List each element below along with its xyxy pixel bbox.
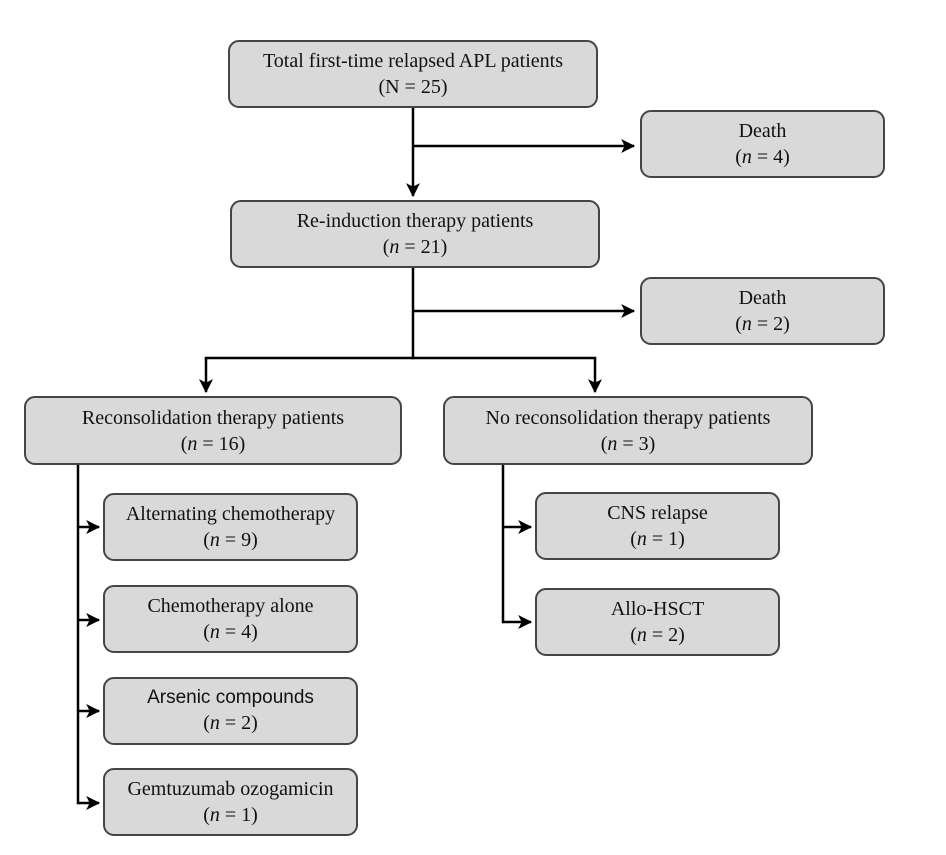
count-value: = 2) xyxy=(646,624,685,646)
node-count: (n = 3) xyxy=(601,431,656,457)
count-open: ( xyxy=(630,528,637,550)
count-value: = 21) xyxy=(399,236,448,258)
count-value: = 2) xyxy=(751,313,790,335)
count-variable: n xyxy=(741,146,752,168)
node-count: (n = 2) xyxy=(735,311,790,337)
node-count: (n = 4) xyxy=(735,144,790,170)
node-label: CNS relapse xyxy=(607,502,708,524)
count-open: ( xyxy=(203,621,210,643)
node-count: (n = 16) xyxy=(181,431,246,457)
count-variable: n xyxy=(187,432,198,455)
count-value: = 1) xyxy=(646,528,685,550)
node-label: Chemotherapy alone xyxy=(147,595,314,617)
node-arsenic-compounds: Arsenic compounds (n = 2) xyxy=(103,677,358,745)
node-label: Alternating chemotherapy xyxy=(125,503,336,525)
count-value: = 3) xyxy=(617,432,656,455)
node-gemtuzumab-ozogamicin: Gemtuzumab ozogamicin (n = 1) xyxy=(103,768,358,836)
count-open: ( xyxy=(203,712,210,735)
node-label: Re-induction therapy patients xyxy=(296,210,534,232)
node-no-reconsolidation-therapy: No reconsolidation therapy patients (n =… xyxy=(443,396,813,465)
node-count: (n = 2) xyxy=(630,622,685,648)
count-open: ( xyxy=(735,313,742,335)
count-variable: n xyxy=(209,621,220,643)
count-value: = 4) xyxy=(751,146,790,168)
node-alternating-chemotherapy: Alternating chemotherapy (n = 9) xyxy=(103,493,358,561)
count-variable: n xyxy=(209,804,220,826)
count-value: = 25) xyxy=(399,76,448,98)
count-value: = 2) xyxy=(219,712,258,735)
node-count: (N = 25) xyxy=(378,74,447,100)
node-chemotherapy-alone: Chemotherapy alone (n = 4) xyxy=(103,585,358,653)
node-count: (n = 9) xyxy=(203,527,258,553)
node-label: Gemtuzumab ozogamicin xyxy=(127,778,334,800)
count-variable: n xyxy=(636,624,647,646)
count-variable: n xyxy=(389,236,400,258)
node-count: (n = 1) xyxy=(203,802,258,828)
node-reconsolidation-therapy: Reconsolidation therapy patients (n = 16… xyxy=(24,396,402,465)
count-open: ( xyxy=(378,76,386,98)
node-label: Death xyxy=(738,120,787,142)
node-count: (n = 21) xyxy=(383,234,448,260)
node-death-after-relapse: Death (n = 4) xyxy=(640,110,885,178)
node-label: Arsenic compounds xyxy=(147,686,314,708)
count-variable: N xyxy=(385,76,400,98)
count-open: ( xyxy=(735,146,742,168)
count-open: ( xyxy=(203,804,210,826)
node-count: (n = 1) xyxy=(630,526,685,552)
count-variable: n xyxy=(741,313,752,335)
count-value: = 1) xyxy=(219,804,258,826)
count-variable: n xyxy=(209,529,220,551)
count-variable: n xyxy=(636,528,647,550)
count-open: ( xyxy=(600,432,608,455)
count-value: = 16) xyxy=(197,432,246,455)
count-value: = 4) xyxy=(219,621,258,643)
node-label: Allo-HSCT xyxy=(610,598,705,620)
count-open: ( xyxy=(180,432,188,455)
count-open: ( xyxy=(203,529,210,551)
count-variable: n xyxy=(209,712,220,735)
node-allo-hsct: Allo-HSCT (n = 2) xyxy=(535,588,780,656)
node-label: Total first-time relapsed APL patients xyxy=(262,50,563,72)
node-total-patients: Total first-time relapsed APL patients (… xyxy=(228,40,598,108)
count-variable: n xyxy=(607,432,618,455)
node-count: (n = 4) xyxy=(203,619,258,645)
count-value: = 9) xyxy=(219,529,258,551)
node-label: Reconsolidation therapy patients xyxy=(81,406,345,429)
count-open: ( xyxy=(382,236,390,258)
node-reinduction-therapy: Re-induction therapy patients (n = 21) xyxy=(230,200,600,268)
node-label: Death xyxy=(738,287,787,309)
node-label: No reconsolidation therapy patients xyxy=(485,406,771,429)
node-death-after-reinduction: Death (n = 2) xyxy=(640,277,885,345)
count-open: ( xyxy=(630,624,637,646)
node-count: (n = 2) xyxy=(203,710,258,736)
node-cns-relapse: CNS relapse (n = 1) xyxy=(535,492,780,560)
